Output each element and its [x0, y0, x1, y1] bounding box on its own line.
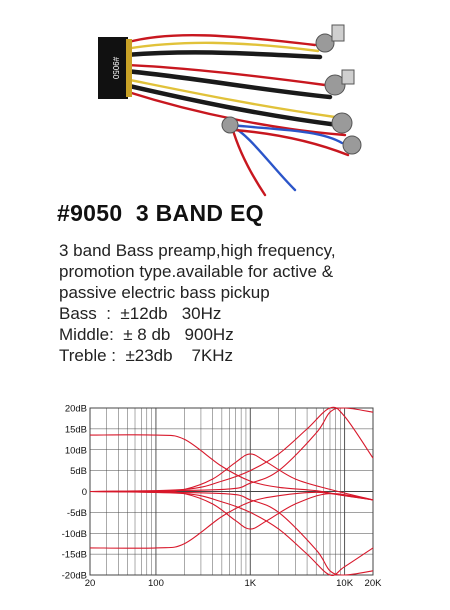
wire	[228, 123, 297, 192]
description-line: passive electric bass pickup	[59, 283, 270, 302]
y-tick-label: 15dB	[65, 424, 87, 435]
eq-curve	[89, 491, 374, 549]
description-line: promotion type.available for active &	[59, 262, 334, 281]
y-tick-label: -5dB	[67, 508, 87, 519]
wire	[122, 68, 333, 100]
wire	[228, 123, 344, 145]
x-tick-label: 20	[85, 578, 96, 589]
product-title: #9050 3 BAND EQ	[57, 200, 264, 226]
x-tick-label: 20K	[365, 578, 383, 589]
description-line: 3 band Bass preamp,high frequency,	[59, 241, 336, 260]
y-tick-label: 5dB	[70, 466, 87, 477]
y-tick-label: -10dB	[62, 529, 87, 540]
eq-curve	[89, 490, 374, 530]
eq-curve	[89, 490, 374, 576]
spec-treble: Treble : ±23db 7KHz	[59, 346, 234, 365]
wire	[123, 77, 337, 119]
wire	[123, 33, 317, 47]
y-tick-label: 10dB	[65, 445, 87, 456]
x-tick-label: 10K	[336, 578, 354, 589]
pot-knob	[331, 112, 353, 134]
chip-body	[98, 37, 128, 99]
spec-bass: Bass : ±12db 30Hz	[59, 304, 222, 323]
x-tick-label: 100	[148, 578, 164, 589]
wire	[230, 125, 267, 197]
y-tick-label: -20dB	[62, 571, 87, 582]
eq-curve	[89, 453, 374, 501]
pot-knob	[315, 33, 335, 53]
wire	[123, 63, 327, 87]
y-tick-label: -15dB	[62, 550, 87, 561]
wiring-harness-image: #9050	[98, 24, 362, 197]
eq-curve	[89, 406, 374, 493]
product-photo: #9050	[80, 15, 380, 200]
wire	[233, 128, 350, 157]
chip-label: #9050	[111, 57, 120, 80]
curves	[89, 406, 374, 576]
eq-curve	[89, 434, 374, 501]
jack-connector	[221, 116, 239, 134]
wire	[122, 82, 341, 128]
y-tick-label: 20dB	[65, 404, 87, 415]
product-description: 3 band Bass preamp,high frequency, promo…	[59, 240, 439, 366]
wire	[122, 50, 323, 60]
pot-knob	[324, 74, 346, 96]
y-tick-label: 0	[82, 487, 87, 498]
eq-curve	[89, 407, 374, 493]
x-tick-label: 1K	[244, 578, 256, 589]
wire	[123, 89, 347, 137]
pot-knob	[342, 135, 362, 155]
wire	[123, 41, 320, 53]
spec-middle: Middle: ± 8 db 900Hz	[59, 325, 234, 344]
eq-curve	[89, 490, 374, 576]
